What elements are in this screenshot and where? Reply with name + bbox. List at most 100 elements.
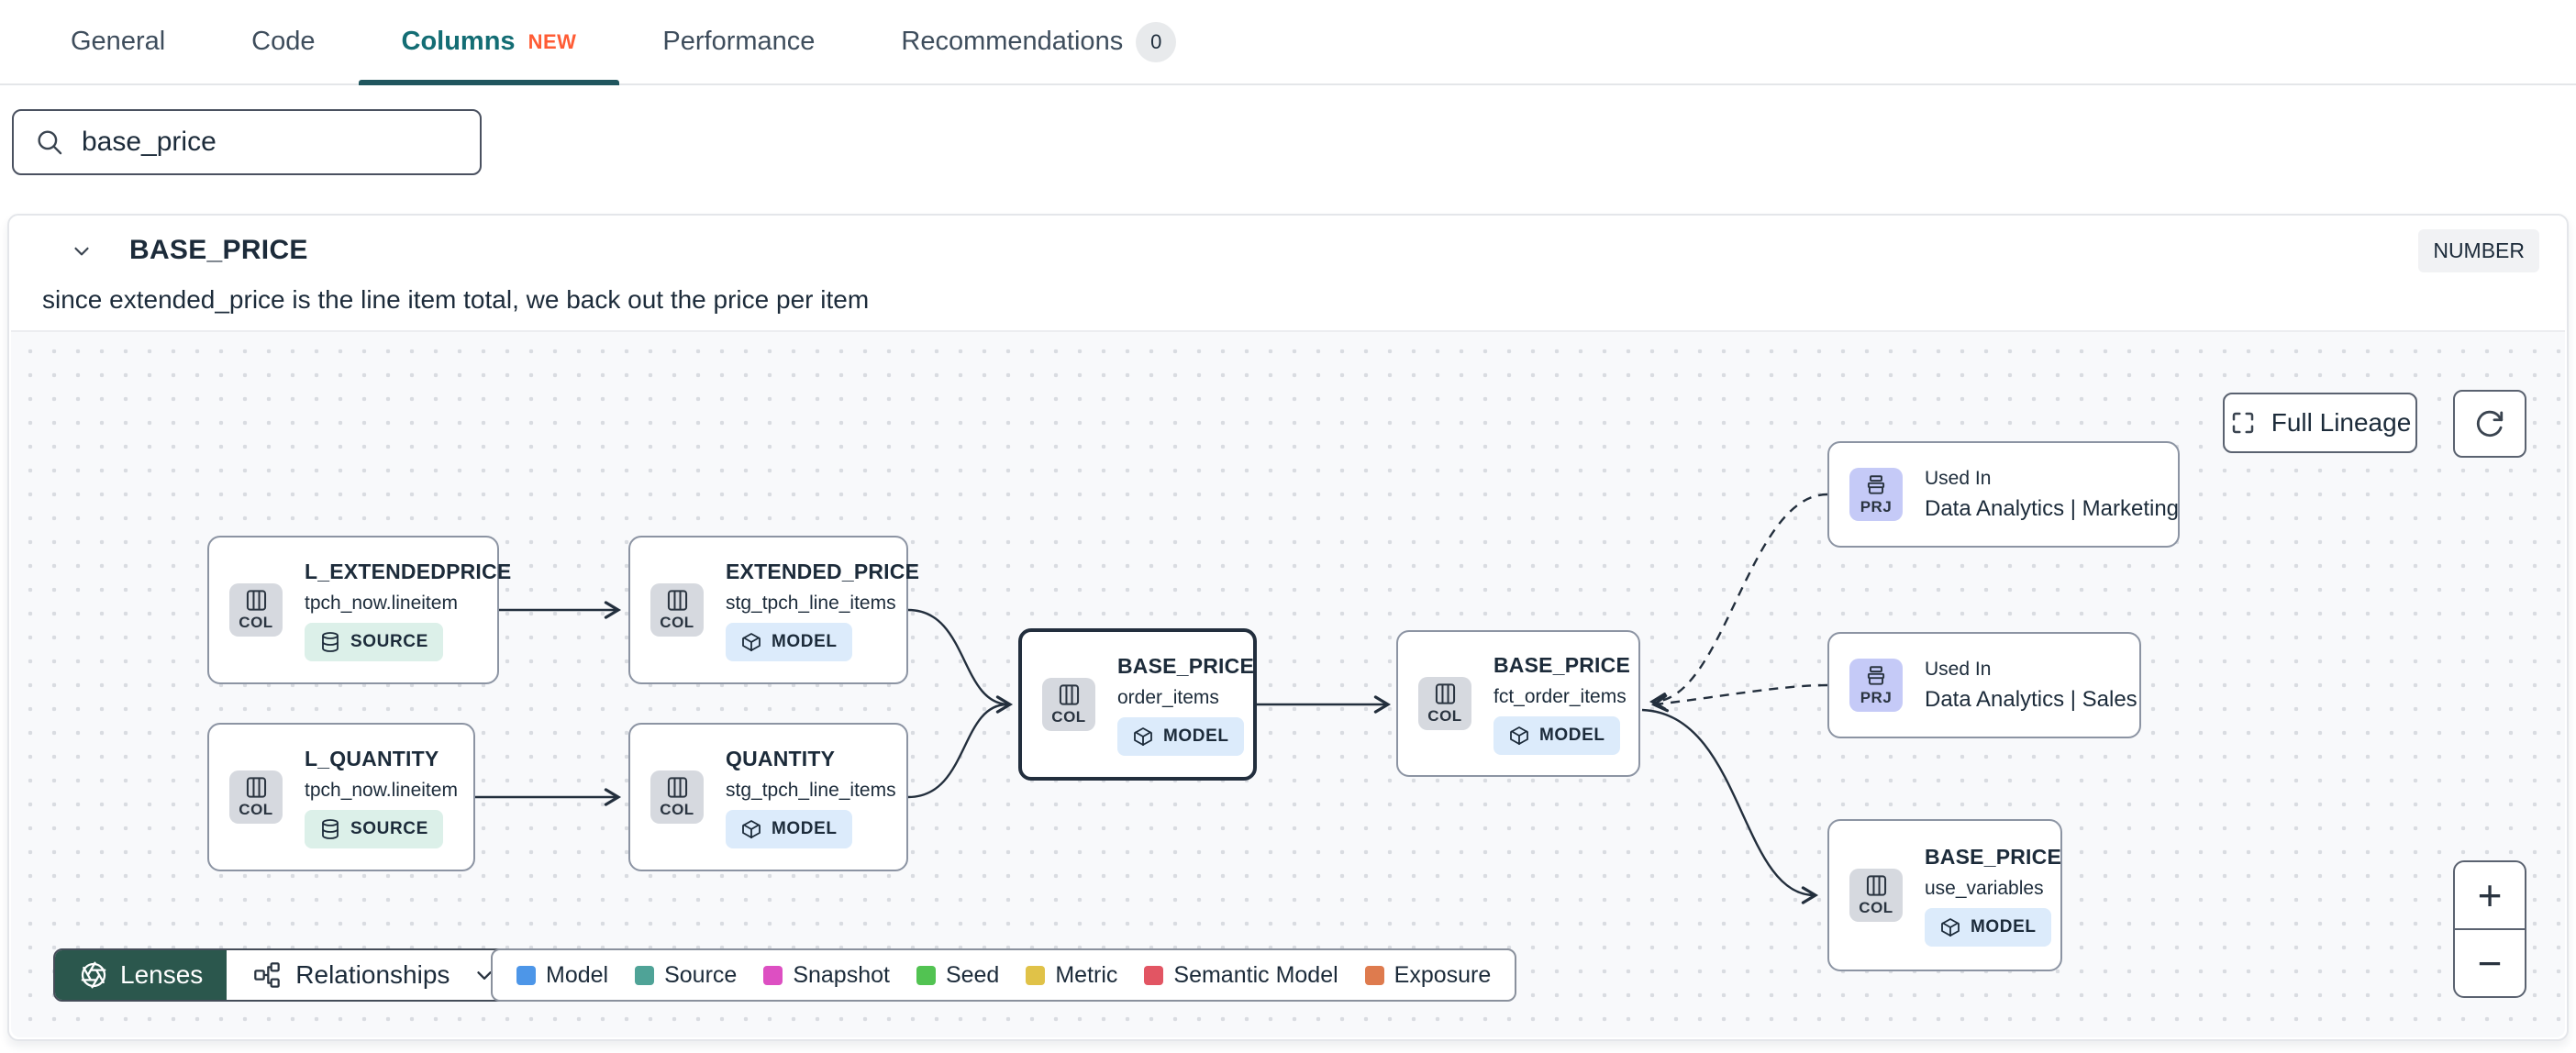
legend-swatch: [916, 965, 936, 985]
column-description: since extended_price is the line item to…: [42, 285, 870, 314]
resource-badge-source: SOURCE: [305, 809, 443, 848]
legend-item-source: Source: [635, 962, 737, 989]
project-name: Data Analytics | Marketing: [1925, 495, 2180, 521]
node-subtitle: stg_tpch_line_items: [726, 592, 896, 614]
collapse-chevron-icon[interactable]: [65, 234, 98, 267]
legend-label: Semantic Model: [1173, 961, 1338, 988]
chip-label: COL: [239, 801, 273, 818]
resource-legend: Model Source Snapshot Seed Metric Semant…: [491, 948, 1517, 1002]
lineage-node-l-extendedprice[interactable]: COL L_EXTENDEDPRICE tpch_now.lineitem SO…: [207, 536, 511, 684]
tab-columns[interactable]: Columns NEW: [358, 0, 620, 85]
node-title: QUANTITY: [726, 746, 836, 770]
badge-label: MODEL: [772, 818, 838, 838]
legend-label: Snapshot: [793, 961, 890, 988]
cube-icon: [1510, 726, 1528, 745]
badge-label: MODEL: [1163, 726, 1229, 746]
lineage-node-quantity[interactable]: COL QUANTITY stg_tpch_line_items MODEL: [628, 723, 908, 871]
legend-swatch: [1144, 965, 1164, 985]
column-chip: COL: [650, 583, 704, 637]
aperture-icon: [81, 961, 106, 989]
project-chip: PRJ: [1849, 468, 1903, 521]
resource-badge-model: MODEL: [726, 622, 852, 661]
legend-item-metric: Metric: [1026, 962, 1117, 989]
column-type-badge: NUMBER: [2418, 228, 2539, 272]
legend-label: Seed: [945, 961, 1000, 988]
chip-label: COL: [239, 614, 273, 631]
tab-label: Columns: [401, 27, 516, 56]
cube-icon: [742, 632, 761, 651]
relationships-icon: [254, 962, 281, 988]
new-badge: NEW: [527, 29, 577, 53]
lineage-node-used-in-sales[interactable]: PRJ Used In Data Analytics | Sales: [1827, 632, 2141, 738]
column-chip: COL: [1418, 677, 1471, 730]
project-chip: PRJ: [1849, 659, 1903, 712]
relationships-label: Relationships: [295, 960, 450, 989]
legend-item-exposure: Exposure: [1364, 961, 1492, 989]
lineage-node-base-price-order-items[interactable]: COL BASE_PRICE order_items MODEL: [1018, 628, 1257, 781]
tab-performance[interactable]: Performance: [619, 0, 858, 83]
refresh-icon: [2476, 410, 2504, 438]
node-subtitle: use_variables: [1925, 877, 2044, 899]
refresh-button[interactable]: [2453, 390, 2526, 458]
columns-icon: [246, 590, 266, 611]
used-in-label: Used In: [1925, 467, 1992, 489]
full-lineage-button[interactable]: Full Lineage: [2223, 393, 2417, 453]
lineage-node-base-price-use-variables[interactable]: COL BASE_PRICE use_variables MODEL: [1827, 819, 2062, 971]
resource-badge-source: SOURCE: [305, 622, 443, 661]
badge-label: MODEL: [1539, 725, 1605, 745]
legend-item-snapshot: Snapshot: [763, 962, 890, 989]
chevron-down-icon: [477, 971, 493, 980]
cube-icon: [1134, 726, 1152, 746]
relationships-dropdown[interactable]: Relationships: [227, 950, 522, 1000]
used-in-label: Used In: [1925, 658, 1992, 680]
legend-item-seed: Seed: [916, 962, 999, 989]
chip-label: COL: [1051, 708, 1086, 726]
search-input[interactable]: [82, 127, 449, 158]
chip-label: PRJ: [1860, 497, 1893, 515]
lens-toolbar: Lenses Relationships: [53, 948, 525, 1002]
legend-label: Source: [664, 961, 738, 988]
columns-icon: [667, 777, 687, 798]
node-title: BASE_PRICE: [1925, 844, 2061, 869]
resource-badge-model: MODEL: [1493, 715, 1620, 755]
legend-label: Exposure: [1393, 961, 1492, 988]
chip-label: COL: [1859, 899, 1893, 916]
lineage-node-used-in-marketing[interactable]: PRJ Used In Data Analytics | Marketing: [1827, 441, 2180, 548]
resource-badge-model: MODEL: [726, 809, 852, 848]
tab-general[interactable]: General: [28, 0, 208, 83]
lenses-label: Lenses: [120, 960, 204, 989]
expand-icon: [2232, 412, 2253, 434]
column-search-box[interactable]: [12, 109, 482, 175]
tab-label: Code: [251, 27, 316, 56]
lineage-canvas[interactable]: COL L_EXTENDEDPRICE tpch_now.lineitem SO…: [11, 330, 2565, 1037]
lenses-button[interactable]: Lenses: [55, 950, 228, 1000]
lineage-node-extended-price[interactable]: COL EXTENDED_PRICE stg_tpch_line_items M…: [628, 536, 919, 684]
legend-item-semantic-model: Semantic Model: [1144, 962, 1338, 989]
zoom-out-button[interactable]: −: [2477, 939, 2503, 987]
node-title: BASE_PRICE: [1493, 652, 1630, 677]
node-subtitle: tpch_now.lineitem: [305, 779, 458, 801]
tab-bar: General Code Columns NEW Performance Rec…: [0, 0, 2576, 85]
database-icon: [322, 818, 339, 839]
lineage-node-l-quantity[interactable]: COL L_QUANTITY tpch_now.lineitem SOURCE: [207, 723, 475, 871]
node-subtitle: fct_order_items: [1493, 685, 1627, 707]
tab-code[interactable]: Code: [208, 0, 358, 83]
column-chip: COL: [229, 583, 283, 637]
chip-label: COL: [1427, 707, 1462, 725]
column-chip: COL: [650, 770, 704, 824]
database-icon: [322, 631, 339, 652]
node-subtitle: tpch_now.lineitem: [305, 592, 458, 614]
column-name: BASE_PRICE: [129, 235, 308, 265]
columns-icon: [1059, 684, 1079, 705]
legend-label: Model: [546, 961, 609, 988]
archive-icon: [1867, 474, 1885, 494]
lineage-node-base-price-fct-order-items[interactable]: COL BASE_PRICE fct_order_items MODEL: [1396, 630, 1640, 777]
columns-icon: [1435, 683, 1455, 704]
resource-badge-model: MODEL: [1925, 907, 2051, 947]
columns-icon: [1866, 875, 1886, 896]
zoom-in-button[interactable]: +: [2455, 862, 2525, 930]
badge-label: SOURCE: [350, 818, 428, 838]
legend-swatch: [516, 965, 536, 985]
lineage-edges: [475, 493, 1828, 904]
tab-recommendations[interactable]: Recommendations 0: [858, 0, 1219, 83]
